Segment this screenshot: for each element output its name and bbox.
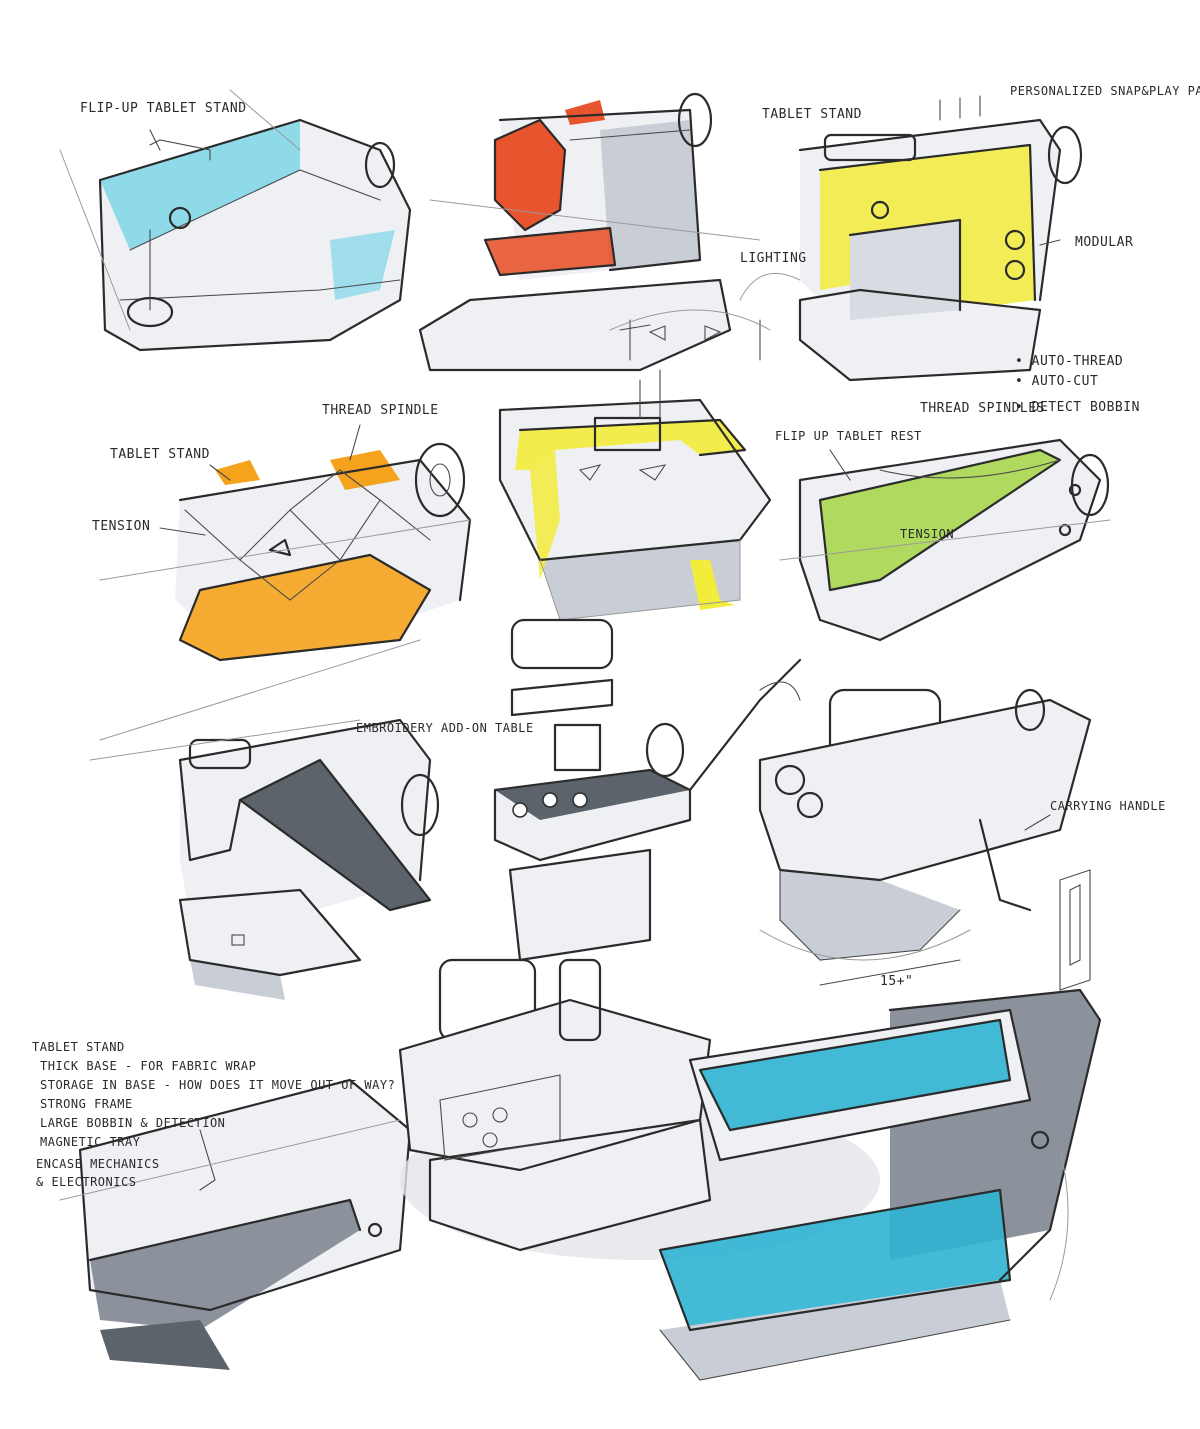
label-thread-spindles: THREAD SPINDLES	[920, 401, 1045, 416]
note-line-8: & ELECTRONICS	[36, 1175, 136, 1189]
sketch-side-elevation	[1059, 869, 1091, 991]
sketch-orange-geodesic-machine	[99, 442, 472, 741]
notes-list: TABLET STAND THICK BASE - FOR FABRIC WRA…	[32, 1040, 403, 1189]
label-carrying-handle: CARRYING HANDLE	[1050, 799, 1166, 813]
label-flip-up-line: FLIP-UP TABLET STAND	[80, 101, 247, 116]
note-line-5: LARGE BOBBIN & DETECTION	[40, 1116, 225, 1130]
label-dimension: 15+"	[880, 974, 913, 989]
sketch-stand-detail	[609, 309, 771, 361]
note-line-1: TABLET STAND	[32, 1040, 125, 1054]
note-line-4: STRONG FRAME	[40, 1097, 133, 1111]
label-tension-left: TENSION	[92, 519, 150, 534]
leader-line	[149, 129, 161, 151]
note-line-3: STORAGE IN BASE - HOW DOES IT MOVE OUT O…	[40, 1078, 395, 1092]
sketch-dark-base-machine	[59, 1078, 412, 1370]
label-lighting: LIGHTING	[740, 251, 807, 266]
label-thread-spindle: THREAD SPINDLE	[322, 403, 439, 418]
label-auto-cut: • AUTO-CUT	[1015, 374, 1098, 389]
note-line-6: MAGNETIC TRAY	[40, 1135, 141, 1149]
label-tablet-stand-tr: TABLET STAND	[762, 107, 862, 122]
label-detect-bobbin: • DETECT BOBBIN	[1015, 400, 1140, 415]
sketch-gray-strap-machine	[89, 718, 440, 1000]
label-personalized: PERSONALIZED SNAP&PLAY PANELS	[1010, 84, 1200, 98]
sketch-carry-handle-machine	[758, 688, 1092, 961]
label-modular: MODULAR	[1075, 235, 1133, 250]
label-tension-right: TENSION	[900, 527, 954, 541]
note-line-2: THICK BASE - FOR FABRIC WRAP	[40, 1059, 256, 1073]
label-flip-up: FLIP-UP TABLET STAND	[80, 101, 247, 116]
note-line-7: ENCASE MECHANICS	[36, 1157, 160, 1171]
sketch-green-wishbone-machine	[779, 438, 1111, 642]
label-flip-up-rest: FLIP UP TABLET REST	[775, 429, 922, 443]
label-tablet-stand-mid: TABLET STAND	[110, 447, 210, 462]
label-auto-thread: • AUTO-THREAD	[1015, 354, 1123, 369]
label-embroidery: EMBROIDERY ADD-ON TABLE	[356, 721, 534, 735]
sketch-cyan-streamlined-machine	[59, 89, 412, 352]
sketch-exploded-machine	[493, 618, 802, 962]
label-personalized-text: PERSONALIZED SNAP&PLAY PANELS	[1010, 84, 1200, 98]
sketch-teal-machine	[658, 988, 1102, 1381]
sketch-yellow-table	[498, 369, 772, 621]
sketch-red-faceted-machine	[418, 92, 761, 372]
sketch-yellow-modular-machine	[739, 95, 1083, 382]
